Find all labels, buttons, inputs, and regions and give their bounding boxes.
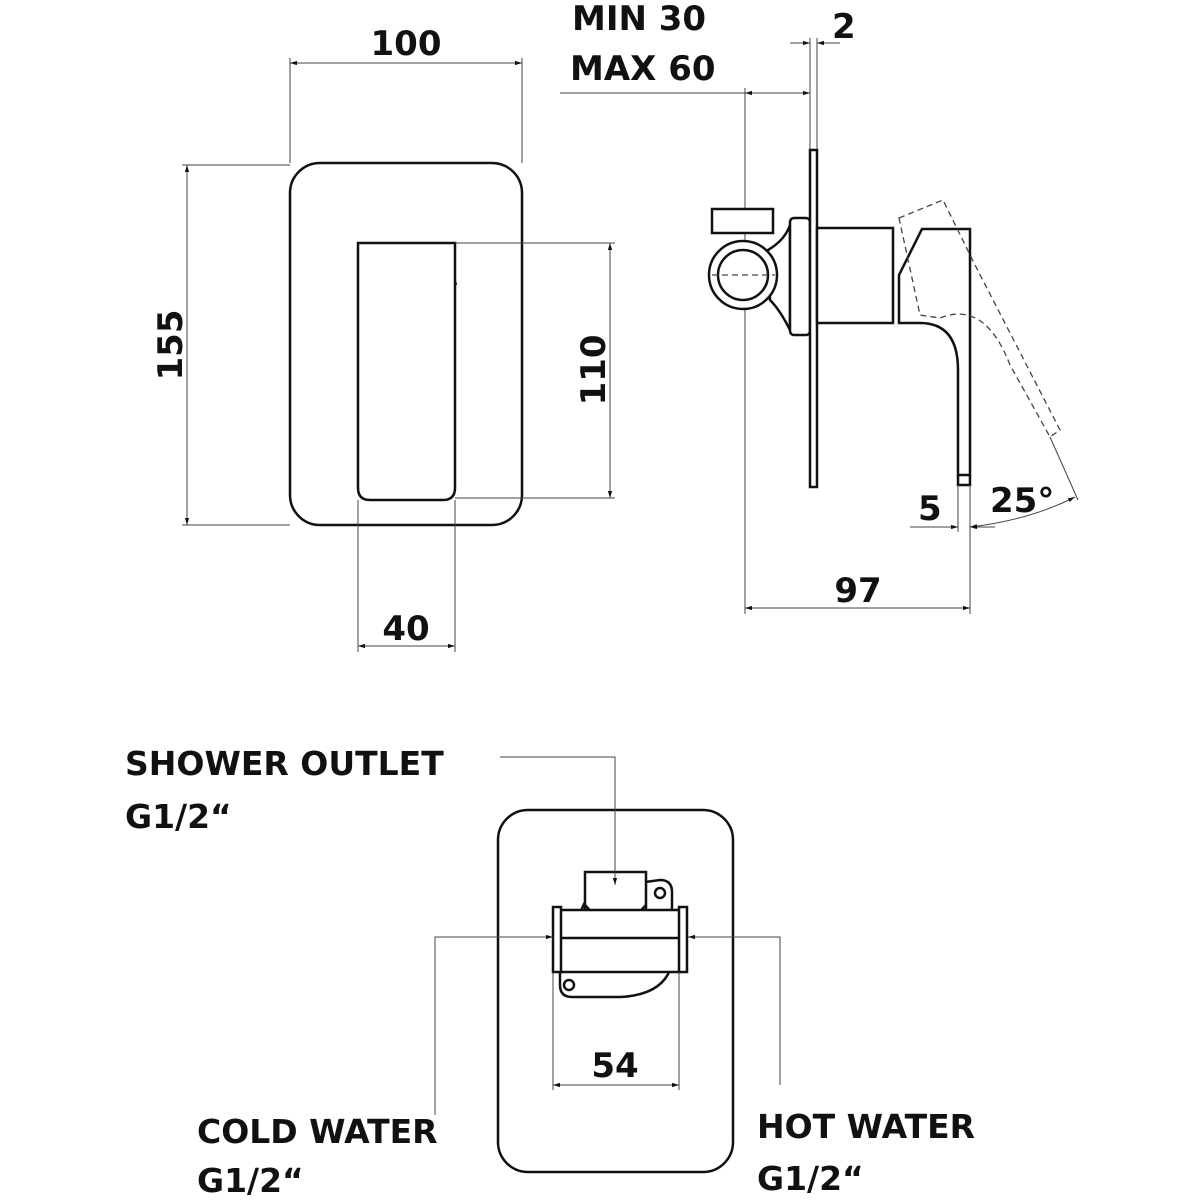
handle [356, 241, 457, 502]
valve-body [815, 226, 895, 325]
hot-water-label: HOT WATER [757, 1107, 975, 1146]
dim-width: 100 [289, 24, 523, 163]
dim-height-label: 155 [151, 310, 191, 381]
dim-lever-angle-label: 25° [990, 481, 1054, 521]
dim-handle-width: 40 [357, 500, 456, 652]
dim-width-label: 100 [371, 24, 442, 64]
dim-handle-height: 110 [455, 242, 615, 499]
dim-lever-angle: 25° [969, 436, 1079, 529]
dim-depth-min-label: MIN 30 [572, 0, 706, 39]
hot-water-callout: HOT WATER G1/2“ [688, 934, 975, 1198]
dim-lever-offset-label: 5 [918, 489, 942, 529]
dim-depth: MIN 30 MAX 60 [560, 0, 810, 96]
cold-water-thread: G1/2“ [197, 1161, 304, 1200]
cold-water-label: COLD WATER [197, 1112, 438, 1151]
dim-inlet-spacing: 54 [552, 972, 680, 1090]
rear-view: SHOWER OUTLET G1/2“ COLD WATER G1/2“ HOT… [125, 744, 975, 1200]
cold-water-callout: COLD WATER G1/2“ [197, 934, 553, 1200]
dim-inlet-spacing-label: 54 [591, 1046, 638, 1086]
lever-rotated-outline [898, 199, 1061, 438]
shower-outlet-label: SHOWER OUTLET [125, 744, 444, 783]
dim-plate: 2 [790, 7, 856, 47]
dim-total-depth: 97 [745, 485, 971, 614]
dim-plate-label: 2 [832, 7, 856, 47]
dim-handle-height-label: 110 [574, 335, 614, 406]
shower-outlet-callout: SHOWER OUTLET G1/2“ [125, 744, 618, 885]
dim-depth-max-label: MAX 60 [570, 49, 716, 89]
dim-total-depth-label: 97 [834, 571, 881, 611]
shower-outlet-thread: G1/2“ [125, 797, 232, 836]
hot-water-thread: G1/2“ [757, 1159, 864, 1198]
side-view: 2 MIN 30 MAX 60 97 5 25° [560, 0, 1079, 614]
front-view: 100 155 110 40 [151, 24, 615, 652]
dim-height: 155 [151, 164, 290, 526]
dim-handle-width-label: 40 [382, 609, 429, 649]
